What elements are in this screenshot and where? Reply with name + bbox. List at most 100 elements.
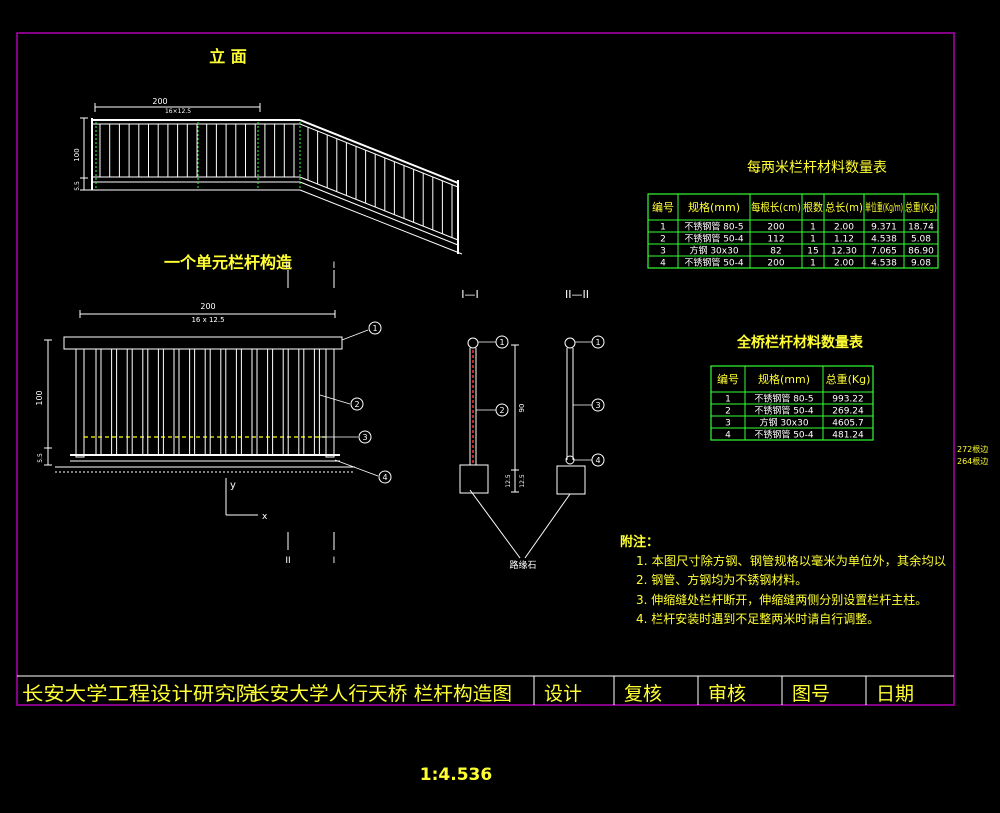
curb-stone-label: 路缘石 — [509, 559, 536, 571]
table1-cell: 4.538 — [871, 235, 897, 245]
unit-baluster — [142, 348, 149, 456]
section-views — [459, 337, 586, 559]
table1-cell: 不锈钢管 80-5 — [684, 221, 743, 233]
cut-mark-bottom-II: II — [285, 556, 290, 566]
note-1: 1. 本图尺寸除方钢、钢管规格以毫米为单位外，其余均以 — [636, 553, 946, 568]
table2-cell: 3 — [725, 419, 731, 429]
unit-baluster — [235, 348, 242, 456]
table2-header: 编号 — [717, 372, 739, 386]
table1-cell: 1.12 — [834, 235, 854, 245]
elevation-height-dim: 100 — [73, 148, 81, 161]
unit-baluster — [251, 348, 258, 456]
side-note-1: 272根边 — [957, 444, 988, 454]
axis-y-label: y — [230, 480, 236, 491]
table1-cell: 18.74 — [908, 223, 934, 233]
cut-mark-bottom-I: I — [333, 556, 336, 566]
note-3: 3. 伸缩缝处栏杆断开，伸缩缝两侧分别设置栏杆主柱。 — [636, 592, 927, 607]
unit-balusters — [95, 348, 320, 456]
table1-cell: 200 — [767, 259, 784, 269]
table2-cell: 4605.7 — [832, 419, 864, 429]
table1-header: 每根长(cm) — [751, 200, 801, 214]
table1-cell: 7.065 — [871, 247, 897, 257]
side-note-2: 264根边 — [957, 456, 988, 466]
table1-cell: 200 — [767, 223, 784, 233]
table2-header: 总重(Kg) — [826, 372, 871, 386]
scale-label: 1:4.536 — [420, 765, 492, 785]
elevation-small-dim: 5.5 — [74, 181, 81, 191]
table1-cell: 2.00 — [834, 259, 854, 269]
unit-callout-leaders — [319, 329, 379, 477]
unit-baluster — [298, 348, 305, 456]
notes-heading: 附注： — [620, 534, 659, 550]
table1-cell: 1 — [810, 235, 816, 245]
section-1-base-dim-2: 12.5 — [505, 474, 512, 488]
title-block-audit: 审核 — [708, 683, 746, 705]
cut-mark-top-I: I — [333, 261, 336, 271]
section2-callout-circle-4: 4 — [591, 453, 605, 467]
svg-text:4: 4 — [595, 456, 600, 465]
unit-small-dim: 5.5 — [37, 453, 44, 463]
svg-text:3: 3 — [362, 433, 367, 442]
svg-text:1: 1 — [372, 324, 377, 333]
elevation-title: 立 面 — [209, 47, 247, 66]
svg-text:1: 1 — [595, 338, 600, 347]
table2-cell: 方钢 30x30 — [759, 417, 808, 429]
title-block — [17, 675, 954, 705]
unit-baluster — [282, 348, 289, 456]
table1-cell: 不锈钢管 50-4 — [684, 257, 744, 269]
unit-callout-circle-2: 2 — [350, 397, 364, 411]
table1-cell: 9.08 — [911, 259, 931, 269]
table1-cell: 82 — [770, 247, 781, 257]
unit-top-dim-sub: 16 x 12.5 — [191, 316, 224, 324]
table1-cell: 方钢 30x30 — [689, 245, 738, 257]
section-1-base-dim: 12.5 — [519, 474, 526, 488]
table1-cell: 3 — [660, 247, 666, 257]
unit-baluster — [313, 348, 320, 456]
section-callout-circle-2: 2 — [495, 403, 509, 417]
table2-header: 规格(mm) — [758, 372, 810, 386]
svg-text:3: 3 — [595, 401, 600, 410]
table1-border — [647, 193, 939, 269]
section-2-title: II—II — [565, 288, 589, 301]
table1-cell: 86.90 — [908, 247, 934, 257]
table2-cell: 1 — [725, 395, 731, 405]
title-block-project: 长安大学人行天桥 栏杆构造图 — [250, 683, 512, 705]
table1-header: 规格(mm) — [688, 200, 740, 214]
table1-cell: 2 — [660, 235, 666, 245]
elevation-view — [80, 103, 463, 255]
table2-cell: 993.22 — [832, 395, 864, 405]
unit-structure-title: 一个单元栏杆构造 — [164, 253, 293, 272]
unit-view — [44, 270, 355, 550]
table1-cell: 9.371 — [871, 223, 897, 233]
unit-callout-circle-4: 4 — [378, 470, 392, 484]
svg-text:4: 4 — [382, 473, 387, 482]
note-2: 2. 钢管、方钢均为不锈钢材料。 — [636, 572, 807, 587]
table2-cell: 481.24 — [832, 431, 864, 441]
title-block-org: 长安大学工程设计研究院 — [22, 683, 257, 705]
table1-header: 编号 — [652, 200, 674, 214]
note-4: 4. 栏杆安装时遇到不足整两米时请自行调整。 — [636, 611, 879, 626]
title-block-design: 设计 — [544, 683, 582, 705]
section-callout-leaders — [476, 341, 592, 461]
unit-baluster — [95, 348, 102, 456]
table2-cell: 不锈钢管 80-5 — [754, 393, 813, 405]
table1-cell: 1 — [810, 259, 816, 269]
unit-baluster — [111, 348, 118, 456]
unit-callout-circle-1: 1 — [368, 321, 382, 335]
section-1-title: I—I — [461, 288, 479, 301]
table1-cell: 12.30 — [831, 247, 857, 257]
unit-callout-circle-3: 3 — [358, 430, 372, 444]
unit-height-dim: 100 — [35, 390, 44, 405]
title-block-drawing-no: 图号 — [792, 683, 830, 705]
unit-baluster — [189, 348, 196, 456]
table1-cell: 15 — [807, 247, 818, 257]
table2-cell: 不锈钢管 50-4 — [754, 405, 814, 417]
unit-baluster — [157, 348, 164, 456]
svg-text:2: 2 — [354, 400, 359, 409]
sheet-frame — [16, 32, 955, 706]
table1-header: 总长(m) — [825, 200, 863, 214]
unit-baluster — [126, 348, 133, 456]
svg-text:1: 1 — [499, 338, 504, 347]
